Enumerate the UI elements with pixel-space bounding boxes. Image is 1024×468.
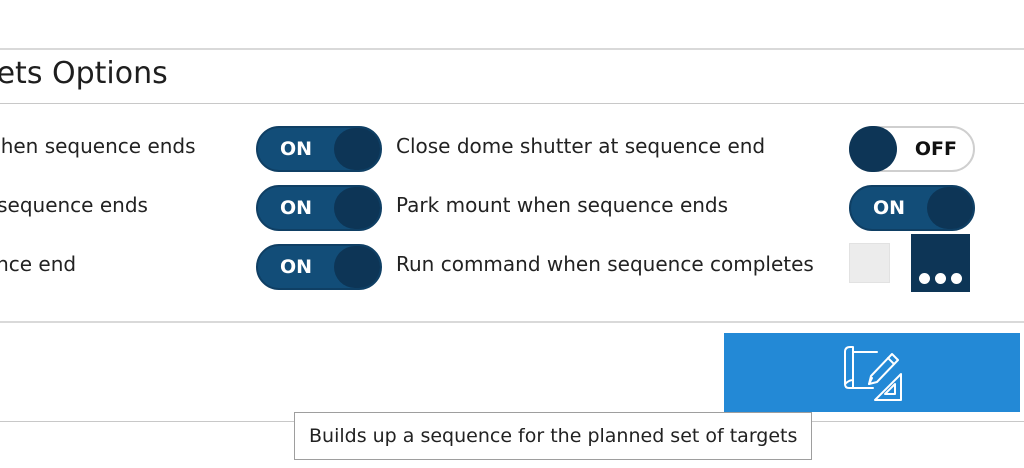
option-label-stop-guiding: Stop guiding when sequence ends (0, 193, 148, 217)
option-label-park-mount: Park mount when sequence ends (396, 193, 729, 217)
toggle-warm-camera[interactable]: ON (256, 126, 382, 172)
toggle-close-dome[interactable]: OFF (849, 126, 975, 172)
toggle-state-label: ON (280, 256, 313, 278)
option-label-run-command: Run command when sequence completes (396, 252, 814, 276)
toggle-knob (334, 246, 380, 288)
toggle-state-label: ON (280, 138, 313, 160)
toggle-state-label: OFF (914, 138, 957, 160)
ellipsis-icon (919, 273, 962, 284)
toggle-stop-guiding[interactable]: ON (256, 185, 382, 231)
blueprint-pencil-icon (844, 346, 902, 401)
title-underline (0, 103, 1024, 104)
toggle-knob (927, 187, 973, 229)
toggle-knob (849, 126, 897, 172)
browse-command-button[interactable] (911, 234, 970, 292)
toggle-abort-tracking[interactable]: ON (256, 244, 382, 290)
toggle-knob (334, 128, 380, 170)
toggle-state-label: ON (873, 197, 906, 219)
option-label-abort-tracking: Abort tracking at sequence end (0, 252, 77, 276)
option-label-close-dome: Close dome shutter at sequence end (396, 134, 766, 158)
options-bottom-divider (0, 321, 1024, 323)
toggle-knob (334, 187, 380, 229)
command-path-field[interactable] (849, 243, 890, 283)
build-sequence-button[interactable] (724, 333, 1020, 412)
section-title: Targets Options (0, 56, 168, 91)
toggle-park-mount[interactable]: ON (849, 185, 975, 231)
toggle-state-label: ON (280, 197, 313, 219)
top-divider (0, 48, 1024, 50)
build-sequence-tooltip: Builds up a sequence for the planned set… (294, 412, 813, 460)
option-label-warm-camera: Warm camera when sequence ends (0, 134, 196, 158)
